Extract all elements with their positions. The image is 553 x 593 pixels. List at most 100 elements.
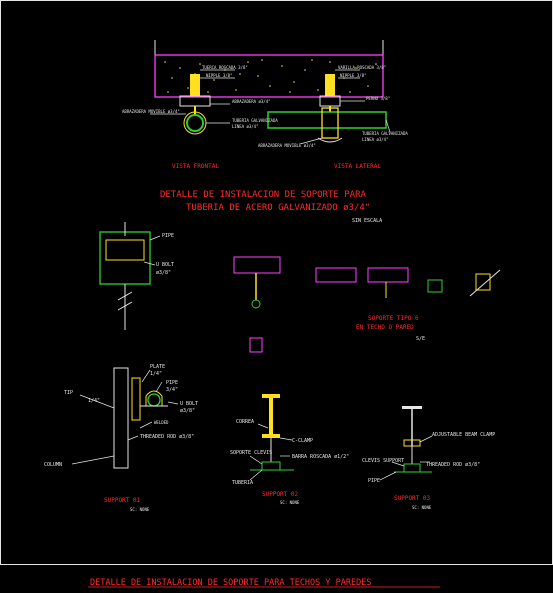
ubolt-detail-group: PIPE U BOLT ø3/8" xyxy=(99,222,174,330)
side-callout-1: NIPPLE 3/8" xyxy=(340,73,367,78)
top-detail-group: TUERCA ROSCADA 3/8" NIPPLE 3/8" ABRAZADE… xyxy=(122,40,408,224)
front-callout-3: TUBERIA GALVANIZADA xyxy=(232,118,278,123)
top-title-line1: DETALLE DE INSTALACION DE SOPORTE PARA xyxy=(160,190,366,200)
s03-label-rod: THREADED ROD ø3/8" xyxy=(426,462,480,468)
side-callout-3: TUBERIA GALVANIZADA xyxy=(362,131,408,136)
support02-group: CORREA C-CLAMP SOPORTE CLEVIS BARRA ROSC… xyxy=(230,394,349,505)
type6-slab-a xyxy=(315,267,357,283)
ubolt-leader-bolt xyxy=(143,261,156,266)
s03-label-clamp: ADJUSTABLE BEAM CLAMP xyxy=(432,432,495,438)
s01-label-tip: TIP xyxy=(64,390,73,396)
top-title-line2: TUBERIA DE ACERO GALVANIZADO ø3/4" xyxy=(186,203,370,213)
front-callout-0: TUERCA ROSCADA 3/8" xyxy=(202,65,248,70)
s03-clamp-leader xyxy=(419,435,433,443)
s02-beam-leader xyxy=(257,423,269,429)
ubolt-leader-pipe xyxy=(149,235,161,241)
s02-label-beam: CORREA xyxy=(236,419,254,425)
mid-slab xyxy=(233,256,281,274)
s01-rod-leader xyxy=(127,435,139,441)
s01-label-welded: WELDED xyxy=(154,420,169,425)
s02-title: SUPPORT 02 xyxy=(262,491,299,498)
type6-clamp-b xyxy=(475,273,491,291)
type6-clamp-a xyxy=(427,279,443,293)
s01-label-plate-size: 1/4" xyxy=(150,371,162,377)
side-pipe xyxy=(267,111,387,129)
support01-group: PLATE 1/4" PIPE 3/4" U BOLT ø3/8" WELDED… xyxy=(44,364,198,512)
mid-pipe xyxy=(251,299,261,309)
front-anchor xyxy=(190,74,200,96)
s02-beam-web xyxy=(269,398,273,434)
s01-column-leader xyxy=(71,455,115,465)
type6-group: SOPORTE TIPO 6 EN TECHO O PARED S/E xyxy=(315,267,501,342)
s01-ubolt-leader xyxy=(167,401,179,405)
s02-scale: SC: NONE xyxy=(280,500,300,505)
top-scale-note: SIN ESCALA xyxy=(352,218,382,224)
concrete-hatch xyxy=(164,59,377,93)
front-callout-4: LINEA ø3/4" xyxy=(232,124,259,129)
view-front-label: VISTA FRONTAL xyxy=(172,163,219,170)
s03-scale: SC: NONE xyxy=(412,505,432,510)
s01-plate-leader xyxy=(141,369,151,383)
drawing-border xyxy=(0,0,553,565)
s02-label-rod: BARRA ROSCADA ø1/2" xyxy=(292,454,349,460)
s02-pipe-leader xyxy=(249,469,263,481)
side-callout-2: PERNO 3/8" xyxy=(366,96,390,101)
s02-label-clamp: C-CLAMP xyxy=(292,438,313,444)
s01-column xyxy=(113,367,129,469)
type6-iso-line xyxy=(469,269,501,297)
s03-label-pipe: PIPE xyxy=(368,478,380,484)
s01-label-pipe-size: 3/4" xyxy=(166,387,178,393)
s01-label-column: COLUMN xyxy=(44,462,62,468)
s01-label-ubolt-size: ø3/8" xyxy=(180,408,195,414)
mid-wall-block xyxy=(249,337,263,353)
s03-beam-top xyxy=(402,406,422,409)
s03-title: SUPPORT 03 xyxy=(394,495,431,502)
s01-scale: SC: NONE xyxy=(130,507,150,512)
front-callout-1: NIPPLE 3/8" xyxy=(206,73,233,78)
side-anchor xyxy=(325,74,335,96)
top-leaders xyxy=(150,69,391,145)
ubolt-label-ubolt: U BOLT xyxy=(156,262,174,268)
side-callout-0: VARILLA ROSCADA 3/8" xyxy=(338,65,386,70)
s02-clamp-leader xyxy=(279,437,293,441)
s01-label-pipe: PIPE xyxy=(166,380,178,386)
concrete-slab xyxy=(154,54,384,98)
s02-beam-top xyxy=(262,394,280,398)
s02-label-clevis: SOPORTE CLEVIS xyxy=(230,450,272,456)
s01-label-quarter: 1/4" xyxy=(88,398,100,404)
s02-label-pipe: TUBERIA xyxy=(232,480,253,486)
s01-welded-leader xyxy=(139,421,153,429)
ubolt-label-size: ø3/8" xyxy=(156,270,171,276)
s03-clevis-leader xyxy=(391,461,405,467)
front-callout-5: ABRAZADERA MOVIBLE ø3/4" xyxy=(122,109,180,114)
type6-scale: S/E xyxy=(416,336,425,342)
s01-ubolt xyxy=(145,390,163,406)
s01-pipe-leader xyxy=(155,381,163,393)
middle-small-details xyxy=(233,256,281,353)
top-callout-labels: TUERCA ROSCADA 3/8" NIPPLE 3/8" ABRAZADE… xyxy=(122,65,408,148)
s02-beam-bottom xyxy=(262,434,280,438)
ubolt-label-pipe: PIPE xyxy=(162,233,174,239)
front-callout-2: ABRAZADERA ø3/4" xyxy=(232,99,271,104)
side-clamp xyxy=(321,107,339,139)
type6-label-line1: SOPORTE TIPO 6 xyxy=(368,315,419,322)
s01-label-plate: PLATE xyxy=(150,364,165,370)
side-callout-5: ABRAZADERA MOVIBLE ø3/4" xyxy=(258,143,316,148)
s01-tip-leader xyxy=(79,394,115,409)
support03-group: ADJUSTABLE BEAM CLAMP CLEVIS SUPPORT THR… xyxy=(362,406,495,510)
s03-clevis xyxy=(403,463,421,473)
footer-title: DETALLE DE INSTALACION DE SOPORTE PARA T… xyxy=(90,578,371,588)
s01-label-rod: THREADED ROD ø3/8" xyxy=(140,434,194,440)
type6-slab-b xyxy=(367,267,409,283)
front-pipe-section xyxy=(186,114,204,132)
ubolt-break-mark xyxy=(117,291,133,311)
s01-title: SUPPORT 01 xyxy=(104,497,141,504)
s03-label-clevis: CLEVIS SUPPORT xyxy=(362,458,404,464)
view-side-label: VISTA LATERAL xyxy=(334,163,381,170)
s01-label-ubolt: U BOLT xyxy=(180,401,198,407)
type6-label-line2: EN TECHO O PARED xyxy=(356,324,414,331)
side-clamp-bottom xyxy=(317,137,343,143)
s01-plate xyxy=(131,377,141,421)
